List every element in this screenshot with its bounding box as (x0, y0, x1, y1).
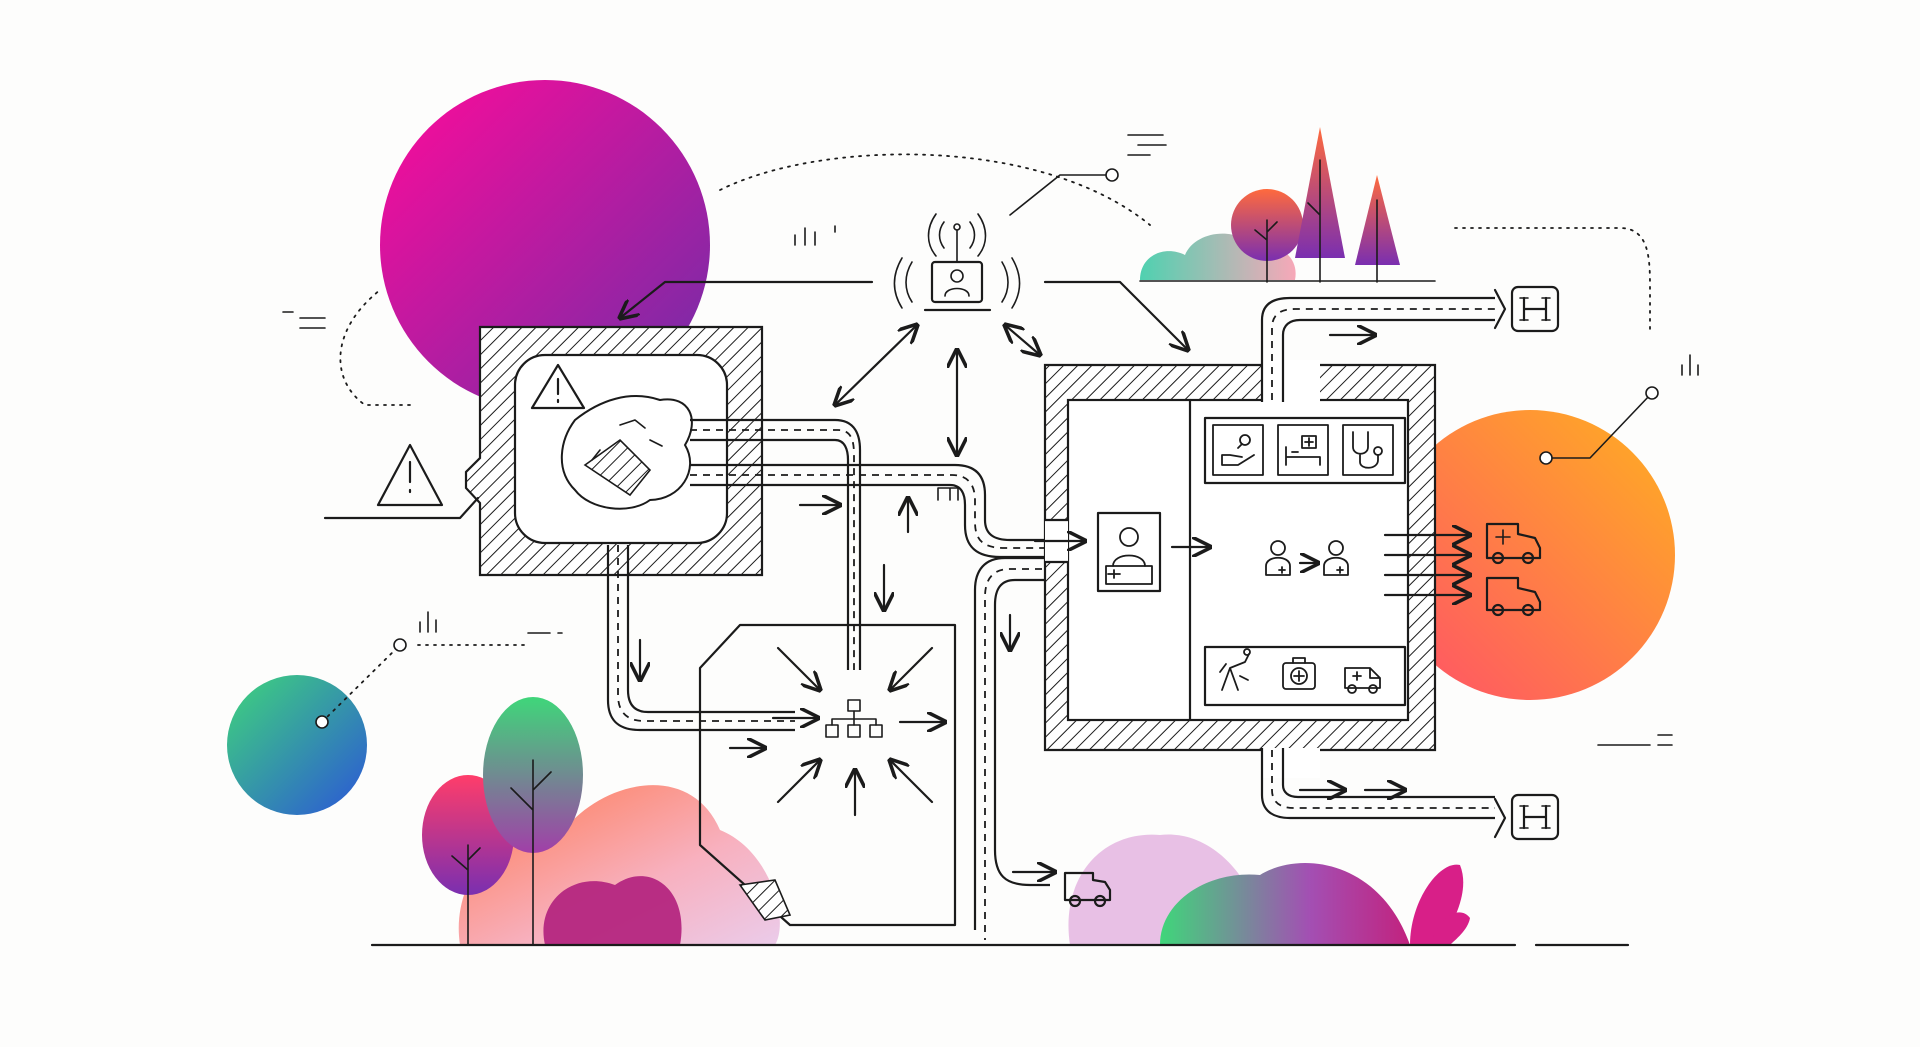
hub-connectors (620, 280, 1188, 455)
cloud-icon (1140, 233, 1296, 280)
converging-arrows (728, 646, 945, 817)
org-chart-icon (825, 699, 883, 738)
background-shapes (227, 80, 1675, 946)
staging-area (698, 623, 957, 927)
ambulance-icon (1485, 522, 1542, 565)
care-hand-icon (1212, 424, 1264, 476)
disaster-zone (464, 325, 764, 577)
triage-desk-icon (1096, 511, 1162, 593)
magenta-leaf-small (1430, 912, 1470, 945)
hospital-icon (1510, 793, 1560, 841)
purple-blob (543, 876, 682, 945)
truck-icon (1063, 871, 1112, 908)
ambulance-icon (1344, 667, 1381, 694)
warning-icon (323, 443, 480, 520)
broadcast-tablet-icon (893, 213, 1021, 312)
tree-trunks (1254, 159, 1378, 283)
stethoscope-icon (1342, 424, 1394, 476)
debris-icon (560, 395, 693, 510)
warning-icon (530, 363, 586, 410)
injured-person-icon (1219, 648, 1251, 691)
ambulance-dispatch-arrows (1383, 535, 1470, 595)
green-purple-blob (1160, 863, 1410, 945)
orange-sphere (1385, 410, 1675, 700)
dotted-connectors (315, 153, 1659, 729)
hospital-icon (1510, 285, 1560, 333)
evacuation-roads (606, 418, 1085, 940)
medical-kit-icon (1282, 657, 1316, 690)
hospital-bed-icon (1277, 424, 1329, 476)
tree-icon (483, 697, 583, 946)
green-sphere (227, 675, 367, 815)
ambulance-icon (1485, 576, 1542, 617)
treatment-facility (1033, 288, 1507, 839)
signal-icon (282, 134, 1699, 746)
patient-transfer-icon (1265, 540, 1349, 576)
